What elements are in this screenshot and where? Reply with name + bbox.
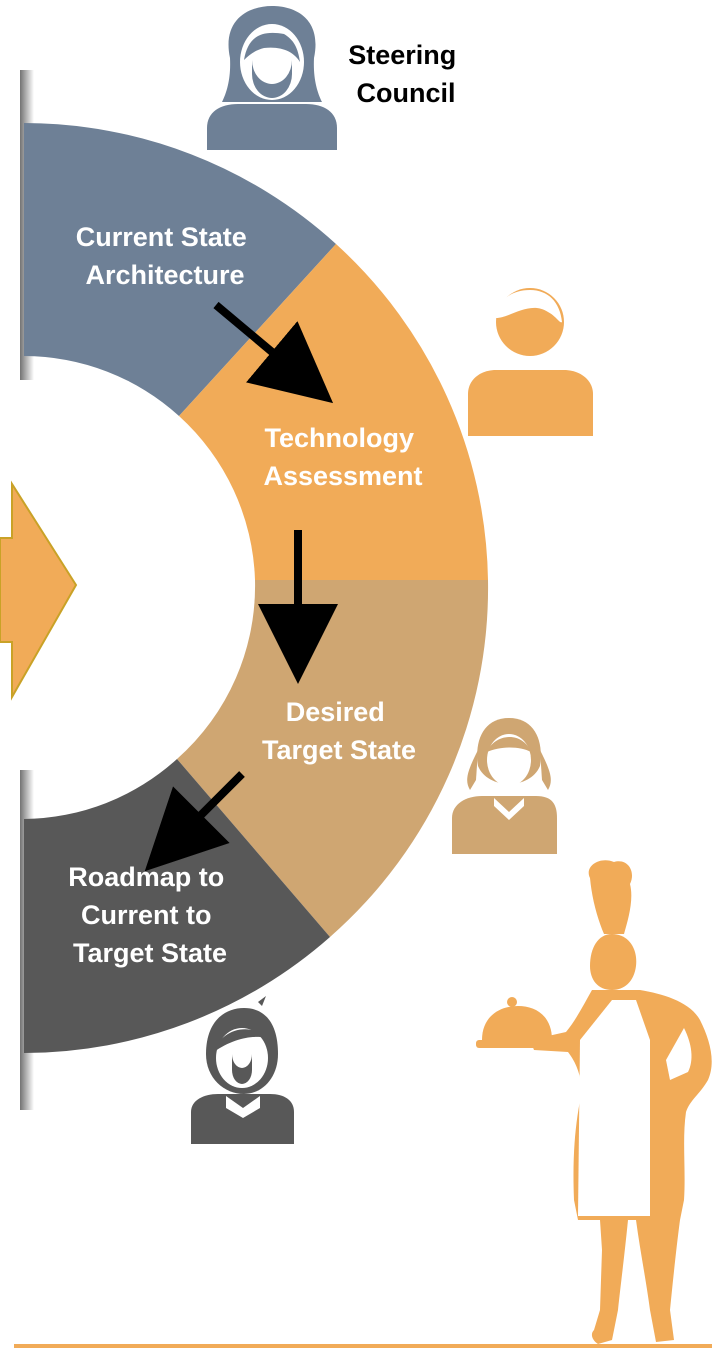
segment-label-current-state: Current State Architecture bbox=[76, 222, 255, 290]
flow-arrow-1 bbox=[213, 301, 334, 404]
segment-roadmap bbox=[24, 759, 330, 1053]
steering-label: Steering Council bbox=[348, 40, 464, 108]
flow-arrow-3 bbox=[144, 771, 245, 872]
segment-current-state bbox=[24, 123, 336, 416]
segment-label-roadmap: Roadmap to Current to Target State bbox=[68, 862, 232, 968]
woman-pigtails-icon bbox=[452, 718, 557, 854]
chef-waiter-icon bbox=[476, 860, 712, 1344]
input-arrow bbox=[0, 480, 78, 701]
woman-icon bbox=[207, 6, 337, 150]
boy-icon bbox=[191, 996, 294, 1144]
segment-desired-target-state bbox=[177, 580, 489, 937]
segment-label-technology-assessment: Technology Assessment bbox=[263, 423, 422, 491]
segment-technology-assessment bbox=[179, 244, 488, 580]
man-icon bbox=[468, 288, 593, 436]
segment-label-desired-target-state: Desired Target State bbox=[262, 697, 416, 765]
